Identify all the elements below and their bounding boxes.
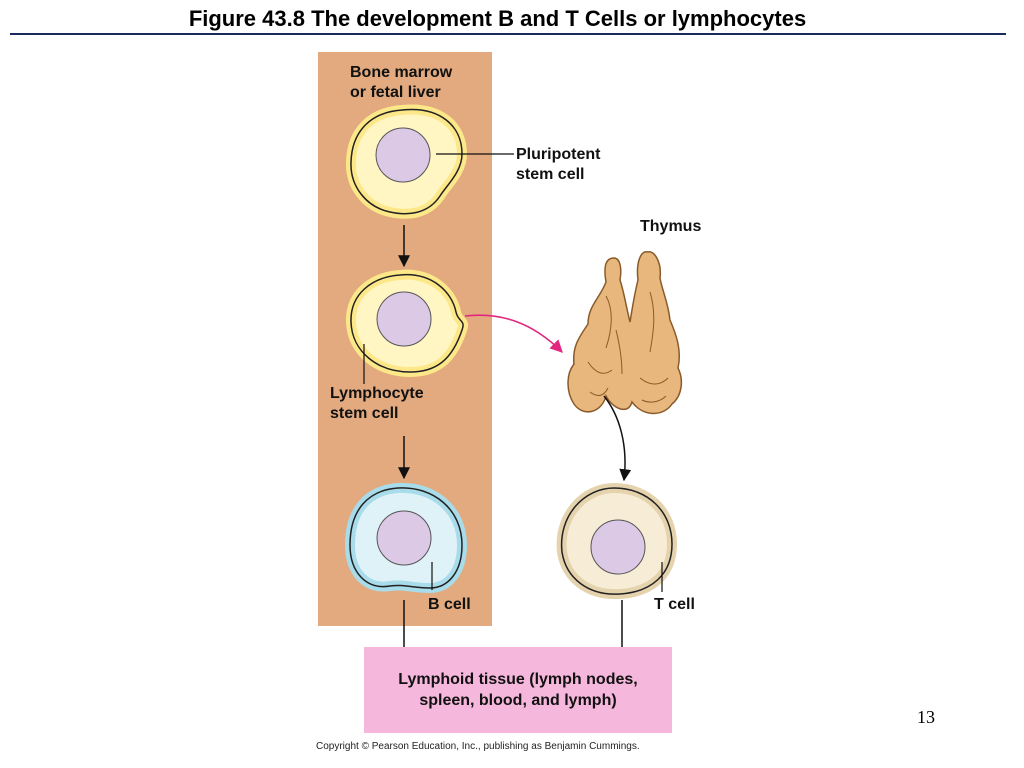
nucleus	[376, 291, 432, 347]
t-cell	[556, 482, 678, 600]
title-rule	[10, 33, 1006, 35]
arrow-lymphocyte-to-thymus	[464, 314, 563, 353]
nucleus	[375, 127, 431, 183]
nucleus	[590, 519, 646, 575]
pluripotent-stem-cell	[346, 104, 468, 219]
b-cell-label: B cell	[428, 596, 471, 613]
slide-title: Figure 43.8 The development B and T Cell…	[188, 6, 807, 31]
pluripotent-label: Pluripotent stem cell	[516, 146, 601, 183]
lymphoid-tissue-box: Lymphoid tissue (lymph nodes, spleen, bl…	[364, 647, 672, 733]
marrow-label: Bone marrow or fetal liver	[350, 64, 453, 101]
lymphoid-tissue-line2: spleen, blood, and lymph)	[419, 692, 617, 709]
thymus-icon	[567, 251, 683, 415]
lymphocyte-stem-cell	[346, 269, 469, 378]
lymphoid-tissue-line1: Lymphoid tissue (lymph nodes,	[398, 671, 638, 688]
t-cell-label: T cell	[654, 596, 695, 613]
copyright-notice: Copyright © Pearson Education, Inc., pub…	[316, 741, 640, 752]
lymphocyte-label: Lymphocyte stem cell	[330, 385, 424, 422]
b-cell	[344, 482, 468, 594]
arrow-thymus-to-tcell	[603, 395, 632, 482]
page-number: 13	[917, 707, 935, 727]
nucleus	[376, 510, 432, 566]
thymus-label: Thymus	[640, 218, 702, 235]
